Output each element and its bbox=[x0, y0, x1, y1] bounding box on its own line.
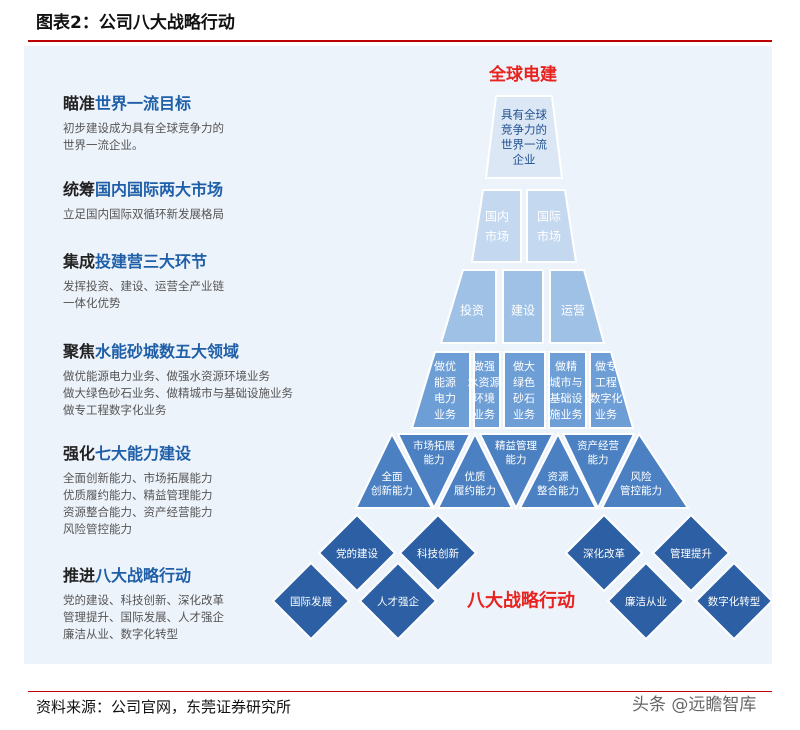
base-diamond-intl-label: 国际发展 bbox=[290, 595, 332, 608]
tier5-label: 全面创新能力 bbox=[371, 470, 413, 497]
tier3-label: 建设 bbox=[511, 303, 535, 317]
heading-highlight: 投建营三大环节 bbox=[95, 252, 208, 271]
tier4-block bbox=[589, 351, 635, 429]
tier4-block bbox=[473, 351, 501, 429]
left-item-description: 发挥投资、建设、运营全产业链 一体化优势 bbox=[63, 279, 224, 310]
tier5-label: 市场拓展能力 bbox=[413, 439, 455, 466]
tier4-label: 做强水资源环境业务 bbox=[468, 359, 501, 421]
base-diamond-intl bbox=[271, 561, 351, 641]
tier2-label-international: 国际市场 bbox=[537, 209, 561, 243]
base-diamond-digital bbox=[694, 561, 774, 641]
tier4-block bbox=[548, 351, 587, 429]
left-item-description: 党的建设、科技创新、深化改革 管理提升、国际发展、人才强企 廉洁从业、数字化转型 bbox=[63, 593, 224, 641]
tier5-block-down bbox=[478, 433, 555, 511]
base-diamond-mgmt bbox=[651, 513, 731, 593]
tier3-label: 投资 bbox=[460, 302, 484, 317]
tier4-block bbox=[503, 351, 546, 429]
tier5-label: 资产经营能力 bbox=[577, 439, 619, 466]
left-item-3: 集成投建营三大环节 发挥投资、建设、运营全产业链 一体化优势 bbox=[63, 248, 333, 312]
base-diamond-party bbox=[317, 513, 397, 593]
tier3-label: 运营 bbox=[561, 303, 585, 317]
tier5-label: 资源整合能力 bbox=[537, 470, 579, 497]
tier5-block-up bbox=[600, 432, 690, 509]
heading-prefix: 聚焦 bbox=[63, 342, 96, 361]
tier3-block-invest bbox=[439, 269, 497, 344]
tier5-label: 风险管控能力 bbox=[620, 470, 662, 497]
tier3-block-operate bbox=[549, 269, 606, 344]
heading-highlight: 八大战略行动 bbox=[95, 566, 192, 585]
base-diamond-party-label: 党的建设 bbox=[336, 547, 378, 560]
base-diamond-tech bbox=[398, 513, 478, 593]
left-item-heading: 推进八大战略行动 bbox=[63, 562, 333, 586]
tier4-label: 做专工程数字化业务 bbox=[590, 359, 623, 421]
base-diamond-reform-label: 深化改革 bbox=[583, 547, 625, 560]
heading-prefix: 推进 bbox=[63, 566, 96, 585]
title-divider bbox=[28, 40, 772, 42]
tier2-block-international bbox=[526, 189, 578, 263]
left-item-5: 强化七大能力建设 全面创新能力、市场拓展能力 优质履约能力、精益管理能力 资源整… bbox=[63, 440, 333, 538]
tier3-block-build bbox=[502, 269, 544, 344]
tier5-block-down bbox=[396, 433, 472, 511]
left-item-heading: 强化七大能力建设 bbox=[63, 440, 333, 464]
tier5-block-up bbox=[436, 431, 514, 509]
left-item-6: 推进八大战略行动 党的建设、科技创新、深化改革 管理提升、国际发展、人才强企 廉… bbox=[63, 562, 333, 643]
left-item-1: 瞄准世界一流目标 初步建设成为具有全球竞争力的 世界一流企业。 bbox=[63, 90, 333, 154]
tier1-label: 具有全球竞争力的世界一流企业 bbox=[501, 108, 547, 167]
diagram-panel bbox=[24, 46, 772, 664]
base-diamond-reform bbox=[564, 513, 644, 593]
base-diamond-talent bbox=[358, 561, 438, 641]
tier5-label: 精益管理能力 bbox=[495, 439, 537, 466]
heading-prefix: 统筹 bbox=[63, 180, 96, 199]
tier1-block bbox=[484, 95, 564, 179]
left-item-heading: 瞄准世界一流目标 bbox=[63, 90, 333, 114]
heading-prefix: 集成 bbox=[63, 252, 96, 271]
tier4-label: 做大绿色砂石业务 bbox=[513, 359, 535, 421]
base-diamond-tech-label: 科技创新 bbox=[417, 547, 459, 560]
figure-title: 图表2：公司八大战略行动 bbox=[36, 13, 235, 33]
tier5-block-up bbox=[518, 431, 598, 509]
tier4-label: 做精城市与基础设施业务 bbox=[550, 359, 583, 421]
left-item-description: 做优能源电力业务、做强水资源环境业务 做大绿色砂石业务、做精城市与基础设施业务 … bbox=[63, 369, 293, 417]
left-item-heading: 集成投建营三大环节 bbox=[63, 248, 333, 272]
heading-highlight: 水能砂城数五大领域 bbox=[95, 342, 240, 361]
tier5-label: 优质履约能力 bbox=[454, 470, 496, 497]
base-diamond-digital-label: 数字化转型 bbox=[708, 595, 761, 608]
heading-highlight: 国内国际两大市场 bbox=[95, 180, 224, 199]
left-item-heading: 统筹国内国际两大市场 bbox=[63, 176, 333, 200]
heading-prefix: 强化 bbox=[63, 444, 96, 463]
heading-highlight: 世界一流目标 bbox=[95, 94, 192, 113]
pyramid-top-label: 全球电建 bbox=[488, 64, 557, 85]
heading-prefix: 瞄准 bbox=[63, 94, 96, 113]
left-item-description: 立足国内国际双循环新发展格局 bbox=[63, 207, 224, 221]
base-diamond-integrity bbox=[606, 561, 686, 641]
footer-divider bbox=[28, 691, 772, 692]
tier5-block-up bbox=[354, 431, 434, 509]
base-center-label: 八大战略行动 bbox=[467, 589, 575, 611]
base-diamond-mgmt-label: 管理提升 bbox=[670, 547, 712, 560]
source-note: 资料来源：公司官网，东莞证券研究所 bbox=[36, 698, 292, 716]
heading-highlight: 七大能力建设 bbox=[95, 444, 192, 463]
watermark: 头条 @远瞻智库 bbox=[632, 695, 757, 715]
tier5-block-down bbox=[561, 433, 636, 511]
left-item-2: 统筹国内国际两大市场 立足国内国际双循环新发展格局 bbox=[63, 176, 333, 223]
tier4-label: 做优能源电力业务 bbox=[434, 359, 456, 421]
left-item-description: 初步建设成为具有全球竞争力的 世界一流企业。 bbox=[63, 121, 224, 152]
left-item-4: 聚焦水能砂城数五大领域 做优能源电力业务、做强水资源环境业务 做大绿色砂石业务、… bbox=[63, 338, 333, 419]
left-item-heading: 聚焦水能砂城数五大领域 bbox=[63, 338, 333, 362]
base-diamond-talent-label: 人才强企 bbox=[377, 595, 419, 608]
tier2-block-domestic bbox=[470, 189, 522, 263]
tier4-block bbox=[410, 351, 471, 429]
base-diamond-integrity-label: 廉洁从业 bbox=[625, 595, 667, 608]
tier2-label-domestic: 国内市场 bbox=[485, 209, 509, 243]
left-item-description: 全面创新能力、市场拓展能力 优质履约能力、精益管理能力 资源整合能力、资产经营能… bbox=[63, 471, 213, 536]
